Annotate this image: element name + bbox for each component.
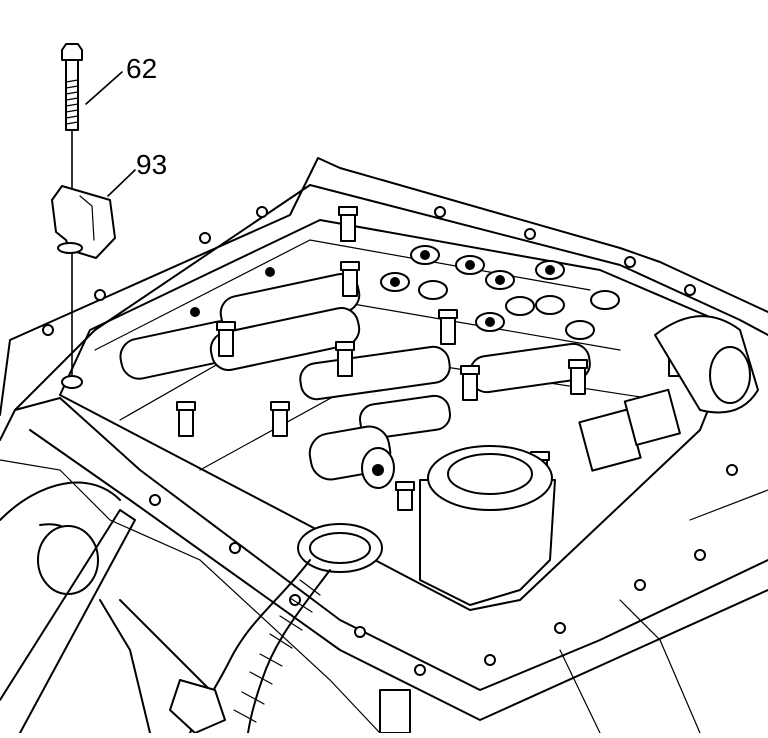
- transmission-case: [0, 157, 768, 734]
- valve-body-bolts: [176, 206, 686, 591]
- valve-body: [59, 206, 759, 611]
- tcc-solenoid: [578, 315, 759, 472]
- bracket-93: [51, 185, 116, 259]
- shift-solenoid: [308, 425, 395, 489]
- accumulator-bores: [190, 245, 620, 340]
- bolt-62: [61, 43, 83, 389]
- callout-leaders: [85, 71, 136, 197]
- wiring-harness: [0, 481, 411, 734]
- callout-93-label: 93: [136, 149, 167, 180]
- spool-valves: [119, 273, 591, 440]
- callout-62-label: 62: [126, 53, 157, 84]
- pressure-control-solenoid: [419, 445, 556, 606]
